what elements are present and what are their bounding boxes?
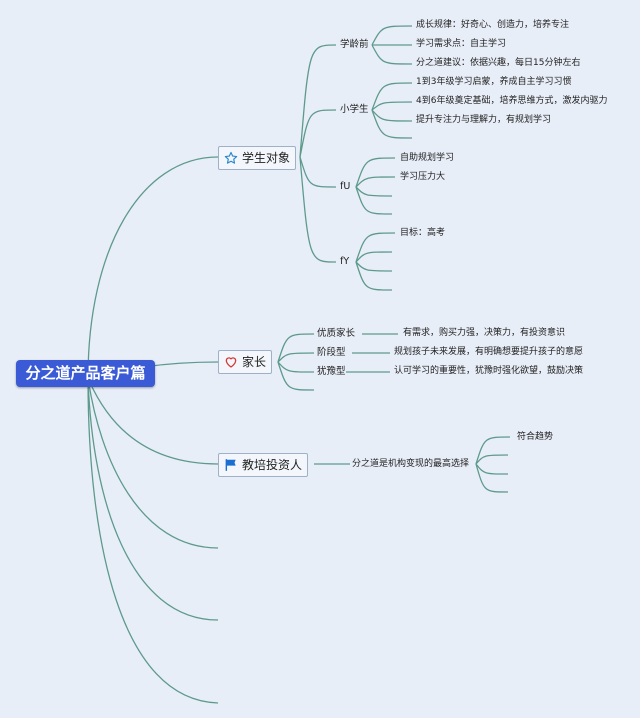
item-branch (371, 44, 413, 65)
parent-desc[interactable]: 有需求，购买力强，决策力，有投资意识 (403, 328, 566, 338)
parent-type-hesitant[interactable]: 犹豫型 (317, 366, 346, 377)
fy-item[interactable]: 目标：高考 (400, 228, 446, 238)
primary-item[interactable]: 提升专注力与理解力，有规划学习 (416, 115, 552, 125)
investor-branch (475, 463, 509, 475)
student-branch (299, 109, 337, 158)
topic-parents-label: 家长 (242, 355, 267, 369)
student-branch (299, 156, 337, 188)
topic-investors[interactable]: 教培投资人 (218, 453, 309, 477)
topic-investors-label: 教培投资人 (242, 458, 303, 472)
investor-branch (475, 454, 509, 465)
root-branch (87, 377, 219, 704)
investor-branch (475, 463, 509, 493)
star-icon (224, 151, 238, 164)
item-branch (371, 109, 413, 122)
item-branch (371, 109, 413, 139)
item-branch (355, 186, 393, 197)
item-branch (355, 251, 393, 263)
item-branch (355, 232, 396, 263)
preschool-item[interactable]: 成长规律：好奇心、创造力，培养专注 (416, 20, 570, 30)
flag-icon (225, 459, 236, 471)
item-branch (355, 261, 393, 291)
heart-icon (225, 357, 237, 368)
investor-sub[interactable]: 分之道是机构变现的最高选择 (352, 459, 470, 469)
group-primary[interactable]: 小学生 (340, 104, 369, 115)
parent-type-quality[interactable]: 优质家长 (317, 328, 356, 339)
parent-desc[interactable]: 认可学习的重要性，犹豫时强化欲望，鼓励决策 (394, 366, 584, 376)
topic-students[interactable]: 学生对象 (218, 146, 297, 170)
student-branch (299, 156, 337, 263)
parent-branch (277, 352, 315, 363)
item-branch (371, 82, 413, 111)
root-branch (87, 377, 219, 621)
preschool-item[interactable]: 分之道建议：依据兴趣，每日15分钟左右 (416, 58, 581, 68)
topic-students-label: 学生对象 (242, 151, 291, 165)
parent-desc[interactable]: 规划孩子未来发展，有明确想要提升孩子的意愿 (394, 347, 584, 357)
parent-branch (277, 361, 315, 373)
preschool-item[interactable]: 学习需求点：自主学习 (416, 39, 507, 49)
primary-item[interactable]: 1到3年级学习启蒙，养成自主学习习惯 (416, 77, 572, 87)
item-branch (355, 176, 396, 188)
item-branch (371, 25, 413, 46)
student-branch (299, 44, 337, 158)
item-branch (355, 186, 393, 215)
group-fy[interactable]: fY (340, 256, 350, 267)
root-branch (87, 377, 219, 549)
item-branch (355, 157, 396, 188)
parent-type-stage[interactable]: 阶段型 (317, 347, 346, 358)
root-branch (87, 377, 219, 465)
item-branch (355, 261, 393, 272)
fu-item[interactable]: 学习压力大 (400, 172, 446, 182)
item-branch (371, 101, 413, 111)
root-branch (87, 156, 219, 379)
group-preschool[interactable]: 学龄前 (340, 39, 369, 50)
parent-branch (277, 361, 315, 391)
investor-branch (475, 436, 511, 465)
topic-parents[interactable]: 家长 (218, 350, 273, 374)
group-fu[interactable]: fU (340, 181, 351, 192)
fu-item[interactable]: 自助规划学习 (400, 153, 455, 163)
parent-branch (277, 333, 315, 363)
investor-item[interactable]: 符合趋势 (517, 432, 554, 442)
root-topic[interactable]: 分之道产品客户篇 (16, 360, 155, 387)
primary-item[interactable]: 4到6年级奠定基础，培养思维方式，激发内驱力 (416, 96, 608, 106)
